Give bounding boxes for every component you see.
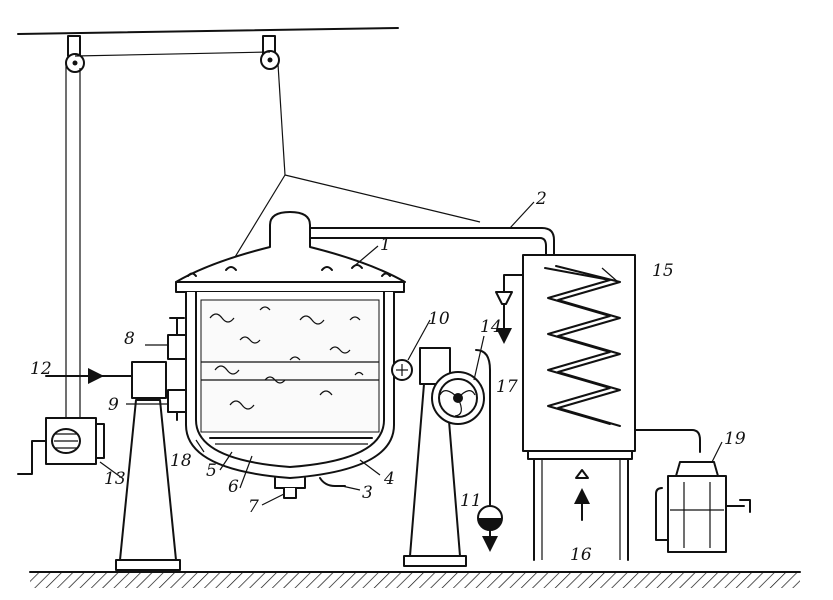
label-19: 19	[724, 429, 746, 449]
pulley-right	[260, 35, 280, 70]
funnel	[495, 274, 523, 344]
valve-8	[167, 317, 187, 360]
left-stand	[99, 361, 181, 571]
label-5: 5	[206, 461, 217, 481]
label-2: 2	[535, 189, 547, 209]
hoist-rope	[65, 51, 481, 420]
label-6: 6	[228, 477, 239, 497]
vessel-body	[185, 291, 395, 499]
label-11: 11	[460, 491, 482, 511]
gauge-10	[391, 359, 413, 381]
pulley-left	[65, 35, 85, 73]
winch	[17, 417, 105, 475]
vapour-pipe	[309, 227, 555, 256]
floor	[29, 571, 801, 588]
receiver-jar	[655, 461, 751, 553]
leader-lines	[99, 201, 723, 506]
label-7: 7	[248, 497, 259, 517]
label-14: 14	[480, 317, 502, 337]
label-10: 10	[428, 309, 450, 329]
label-12: 12	[30, 359, 52, 379]
condenser	[522, 254, 701, 561]
callout-labels: 1 2 3 4 5 6 7 8 9 10 11 12 13 14 15 16 1…	[30, 189, 746, 565]
label-3: 3	[362, 483, 373, 503]
label-8: 8	[124, 329, 135, 349]
label-4: 4	[383, 469, 395, 489]
label-18: 18	[170, 451, 192, 471]
handwheel	[431, 349, 503, 531]
ceiling-beam	[17, 27, 399, 35]
label-1: 1	[380, 235, 391, 255]
label-17: 17	[496, 377, 518, 397]
label-13: 13	[104, 469, 126, 489]
label-9: 9	[108, 395, 119, 415]
label-16: 16	[570, 545, 592, 565]
valve-9	[167, 389, 187, 421]
label-15: 15	[652, 261, 674, 281]
